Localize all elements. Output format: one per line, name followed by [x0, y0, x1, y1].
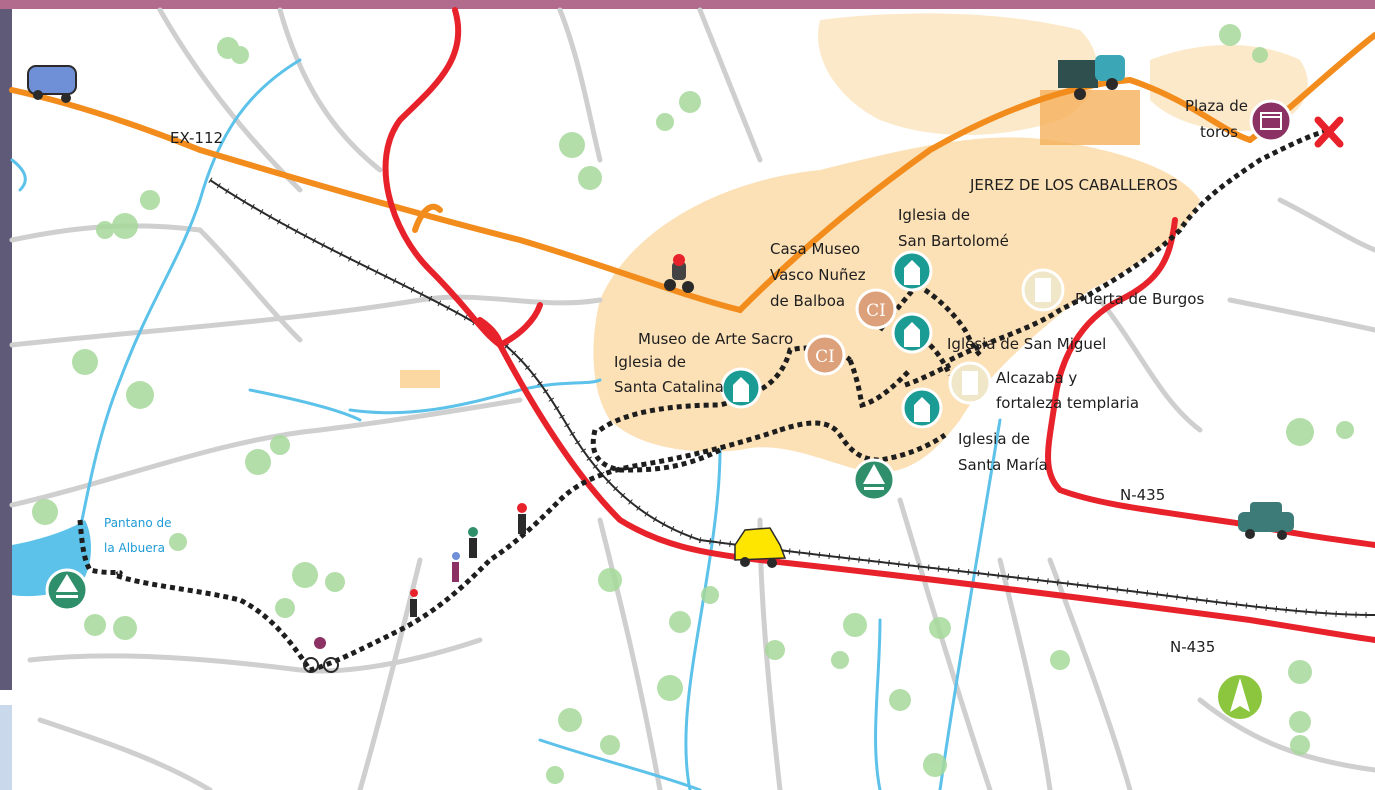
santa-maria-label-2: Santa María	[958, 456, 1048, 474]
san-miguel-label: Iglesia de San Miguel	[947, 335, 1106, 353]
poi-puerta-burgos[interactable]: Puerta de Burgos	[1021, 268, 1204, 312]
poi-plaza-toros[interactable]: Plaza de toros	[1185, 97, 1293, 143]
santa-catalina-label-1: Iglesia de	[614, 353, 686, 371]
bullring-icon	[1249, 99, 1293, 143]
poi-santa-catalina[interactable]: Iglesia de Santa Catalina	[614, 353, 762, 409]
info-badge-text: CI	[866, 301, 886, 321]
truck-icon	[1058, 55, 1125, 100]
plaza-toros-label-1: Plaza de	[1185, 97, 1248, 115]
poi-santa-maria[interactable]: Iglesia de Santa María	[901, 387, 1048, 474]
photo-edge	[0, 705, 12, 790]
rivers	[10, 58, 1002, 790]
casa-museo-label-2: Vasco Nuñez	[770, 266, 866, 284]
alcazaba-label-2: fortaleza templaria	[996, 394, 1139, 412]
san-bartolome-label-1: Iglesia de	[898, 206, 970, 224]
info-badge-text: CI	[815, 347, 835, 367]
cross-marker-icon	[1314, 116, 1344, 148]
car-teal-icon	[1238, 502, 1294, 540]
top-bar	[0, 0, 1375, 9]
san-bartolome-label-2: San Bartolomé	[898, 232, 1009, 250]
puerta-burgos-label: Puerta de Burgos	[1075, 290, 1204, 308]
casa-museo-label-3: de Balboa	[770, 292, 845, 310]
santa-catalina-label-2: Santa Catalina	[614, 378, 724, 396]
hikers-icon	[410, 503, 527, 617]
car-yellow-icon	[734, 527, 787, 568]
road-label-n435-south: N-435	[1170, 638, 1215, 656]
cyclist-icon	[303, 637, 339, 673]
casa-museo-label-1: Casa Museo	[770, 240, 860, 258]
poi-casa-museo[interactable]: CI Casa Museo Vasco Nuñez de Balboa	[770, 240, 897, 330]
railway-line	[209, 179, 1375, 616]
pantano-label-1: Pantano de	[104, 516, 171, 530]
info-icon	[804, 334, 846, 376]
minor-roads	[9, 7, 1375, 790]
road-label-n435-east: N-435	[1120, 486, 1165, 504]
tree-clusters	[32, 24, 1354, 784]
plaza-toros-label-2: toros	[1200, 123, 1238, 141]
town-name-label: JEREZ DE LOS CABALLEROS	[969, 176, 1178, 194]
alcazaba-label-1: Alcazaba y	[996, 369, 1077, 387]
museo-arte-label: Museo de Arte Sacro	[638, 330, 793, 348]
road-label-ex112: EX-112	[170, 129, 223, 147]
info-icon	[855, 288, 897, 330]
poi-alcazaba[interactable]: Alcazaba y fortaleza templaria	[948, 361, 1139, 412]
left-frame	[0, 0, 12, 690]
motorcycle-icon	[664, 254, 694, 293]
north-arrow-icon	[1218, 675, 1262, 719]
pantano-label-2: la Albuera	[104, 541, 165, 555]
santa-maria-label-1: Iglesia de	[958, 430, 1030, 448]
poi-pantano[interactable]: Pantano de la Albuera	[45, 516, 171, 612]
van-icon	[27, 65, 77, 103]
poi-museo-arte-sacro[interactable]: CI Museo de Arte Sacro	[638, 330, 846, 376]
poi-san-bartolome[interactable]: Iglesia de San Bartolomé	[891, 206, 1009, 292]
poi-forest-santa-maria[interactable]	[852, 458, 896, 502]
poi-san-miguel[interactable]: Iglesia de San Miguel	[891, 312, 1106, 354]
